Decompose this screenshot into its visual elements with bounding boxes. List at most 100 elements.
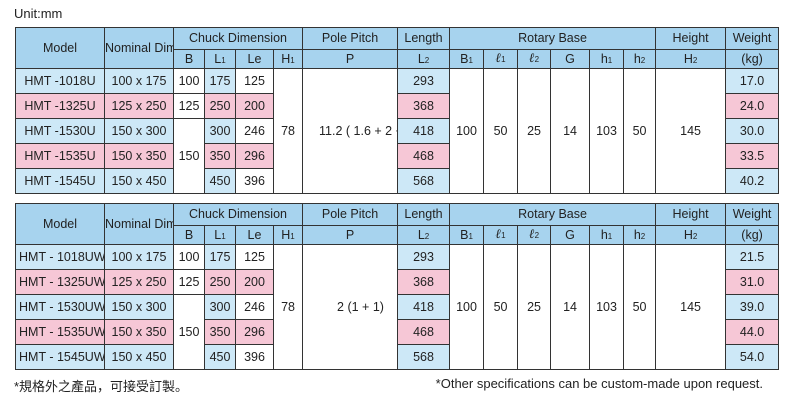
table-row: HMT - 1018UW 100 x 175 100 175 125 78 2 … bbox=[15, 244, 780, 370]
header-b: B bbox=[173, 225, 205, 245]
weight-cell: 17.0 bbox=[725, 68, 780, 94]
header-weight: Weight bbox=[725, 27, 780, 50]
l1-cell: 350 bbox=[204, 143, 236, 169]
header-h1: H1 bbox=[272, 49, 304, 69]
l1-cell: 450 bbox=[204, 168, 236, 194]
footer-note-english: *Other specifications can be custom-made… bbox=[435, 376, 763, 391]
nominal-cell: 100 x 175 bbox=[104, 68, 174, 94]
le-cell: 296 bbox=[235, 143, 274, 169]
height-cell: 145 bbox=[655, 244, 727, 370]
weight-cell: 40.2 bbox=[725, 168, 780, 194]
header-b1: B1 bbox=[449, 49, 485, 69]
h2v-cell: 50 bbox=[623, 244, 657, 370]
h1v-cell: 103 bbox=[589, 244, 625, 370]
weight-cell: 21.5 bbox=[725, 244, 780, 270]
nominal-cell: 150 x 350 bbox=[104, 319, 174, 345]
weight-cell: 30.0 bbox=[725, 118, 780, 144]
model-cell: HMT -1018U bbox=[15, 68, 105, 94]
le-cell: 396 bbox=[235, 344, 274, 370]
header-p: P bbox=[302, 225, 399, 245]
l1-cell: 250 bbox=[204, 93, 236, 119]
l2-cell: 468 bbox=[397, 143, 451, 169]
ell2-cell: 25 bbox=[517, 68, 552, 194]
b-cell: 100 bbox=[173, 68, 205, 94]
nominal-cell: 150 x 300 bbox=[104, 118, 174, 144]
l1-cell: 300 bbox=[204, 118, 236, 144]
le-cell: 396 bbox=[235, 168, 274, 194]
weight-cell: 39.0 bbox=[725, 294, 780, 320]
model-cell: HMT - 1535UW bbox=[15, 319, 105, 345]
b-cell: 125 bbox=[173, 269, 205, 295]
b-cell: 150 bbox=[173, 294, 205, 370]
h1-cell: 78 bbox=[272, 68, 304, 194]
l2-cell: 418 bbox=[397, 118, 451, 144]
b1-cell: 100 bbox=[449, 244, 485, 370]
l2-cell: 568 bbox=[397, 344, 451, 370]
footer-note-chinese: *規格外之產品，可接受訂製。 bbox=[14, 379, 189, 394]
le-cell: 125 bbox=[235, 244, 274, 270]
header-ell2: ℓ2 bbox=[517, 49, 552, 69]
header-b1: B1 bbox=[449, 225, 485, 245]
h1-cell: 78 bbox=[272, 244, 304, 370]
b-cell: 125 bbox=[173, 93, 205, 119]
table-row: HMT -1325U 125 x 250 125 250 200 368 24.… bbox=[15, 93, 780, 119]
table-row: HMT -1530U 150 x 300 150 300 246 418 30.… bbox=[15, 118, 780, 194]
l2-cell: 468 bbox=[397, 319, 451, 345]
height-cell: 145 bbox=[655, 68, 727, 194]
b1-cell: 100 bbox=[449, 68, 485, 194]
header-H2: H2 bbox=[655, 225, 727, 245]
header-g: G bbox=[550, 225, 591, 245]
header-row-1: Model Nominal Dimension Chuck Dimension … bbox=[15, 27, 780, 69]
header-p: P bbox=[302, 49, 399, 69]
header-nominal: Nominal Dimension bbox=[104, 203, 174, 245]
header-chuck: Chuck Dimension bbox=[172, 27, 304, 50]
table-row: HMT - 1545UW 150 x 450 450 396 568 54.0 bbox=[15, 344, 780, 370]
header-nominal: Nominal Dimension bbox=[104, 27, 174, 69]
table-row: HMT -1018U 100 x 175 100 175 125 78 11.2… bbox=[15, 68, 780, 194]
header-rotary-base: Rotary Base bbox=[449, 27, 657, 50]
le-cell: 125 bbox=[235, 68, 274, 94]
nominal-cell: 150 x 350 bbox=[104, 143, 174, 169]
le-cell: 246 bbox=[235, 118, 274, 144]
model-cell: HMT -1530U bbox=[15, 118, 105, 144]
le-cell: 246 bbox=[235, 294, 274, 320]
table-row: HMT -1545U 150 x 450 450 396 568 40.2 bbox=[15, 168, 780, 194]
weight-cell: 54.0 bbox=[725, 344, 780, 370]
nominal-cell: 150 x 300 bbox=[104, 294, 174, 320]
weight-cell: 31.0 bbox=[725, 269, 780, 295]
l1-cell: 175 bbox=[204, 244, 236, 270]
header-length: Length bbox=[397, 203, 451, 226]
l2-cell: 293 bbox=[397, 68, 451, 94]
table-row: HMT -1535U 150 x 350 350 296 468 33.5 bbox=[15, 143, 780, 169]
l1-cell: 350 bbox=[204, 319, 236, 345]
b-cell: 150 bbox=[173, 118, 205, 194]
header-H2: H2 bbox=[655, 49, 727, 69]
model-cell: HMT -1535U bbox=[15, 143, 105, 169]
le-cell: 200 bbox=[235, 269, 274, 295]
header-model: Model bbox=[15, 27, 105, 69]
l1-cell: 450 bbox=[204, 344, 236, 370]
header-g: G bbox=[550, 49, 591, 69]
h2v-cell: 50 bbox=[623, 68, 657, 194]
header-l2: L2 bbox=[397, 49, 451, 69]
l2-cell: 368 bbox=[397, 269, 451, 295]
l2-cell: 368 bbox=[397, 93, 451, 119]
g-cell: 14 bbox=[550, 68, 591, 194]
header-row-2: B L1 Le H1 P L2 B1 ℓ1 ℓ2 G h1 h2 H2 (kg) bbox=[16, 49, 780, 69]
model-cell: HMT - 1545UW bbox=[15, 344, 105, 370]
h1v-cell: 103 bbox=[589, 68, 625, 194]
l2-cell: 418 bbox=[397, 294, 451, 320]
b-cell: 100 bbox=[173, 244, 205, 270]
g-cell: 14 bbox=[550, 244, 591, 370]
spec-table-u: Model Nominal Dimension Chuck Dimension … bbox=[15, 27, 780, 194]
header-pole-pitch: Pole Pitch bbox=[302, 203, 399, 226]
l1-cell: 300 bbox=[204, 294, 236, 320]
ell1-cell: 50 bbox=[483, 244, 519, 370]
header-pole-pitch: Pole Pitch bbox=[302, 27, 399, 50]
table-row: HMT - 1530UW 150 x 300 150 300 246 418 3… bbox=[15, 294, 780, 370]
l2-cell: 293 bbox=[397, 244, 451, 270]
header-ell1: ℓ1 bbox=[483, 49, 519, 69]
nominal-cell: 150 x 450 bbox=[104, 344, 174, 370]
header-chuck: Chuck Dimension bbox=[172, 203, 304, 226]
header-weight: Weight bbox=[725, 203, 780, 226]
